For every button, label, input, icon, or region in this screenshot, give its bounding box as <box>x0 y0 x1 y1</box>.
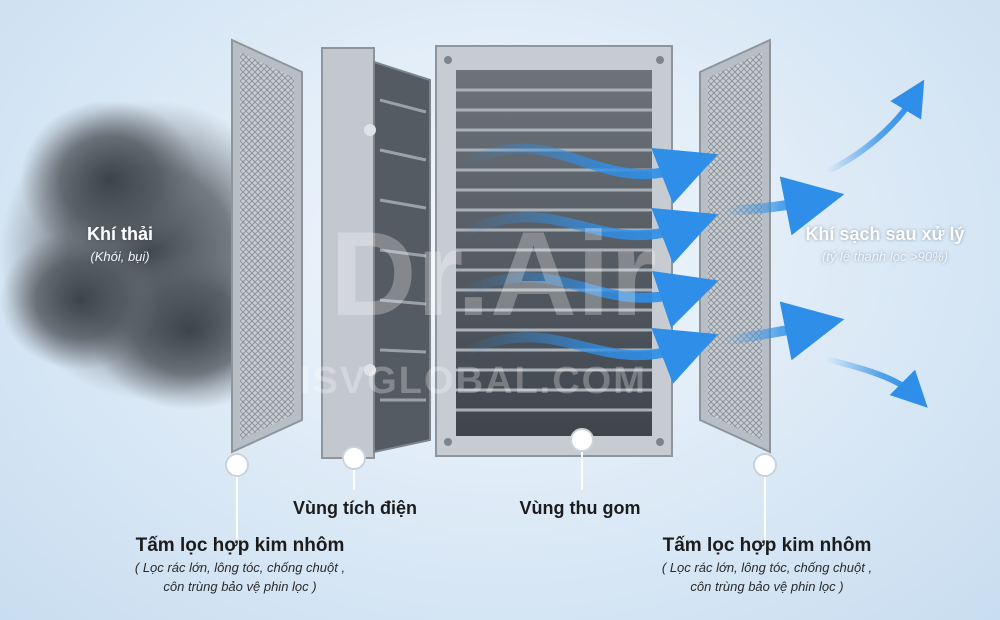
charging-zone-label: Vùng tích điện <box>270 496 440 520</box>
callout-dot-collection <box>570 428 594 452</box>
left-filter-desc-1: ( Lọc rác lớn, lông tóc, chống chuột , <box>134 560 346 575</box>
clean-air-label: Khí sạch sau xử lý (tỷ lệ thanh lọc >90%… <box>780 222 990 268</box>
collection-zone-text: Vùng thu gom <box>519 498 641 518</box>
callout-dot-charging <box>342 446 366 470</box>
airflow-arrows <box>465 79 928 408</box>
exhaust-label: Khí thải (Khói, bụi) <box>50 222 190 268</box>
left-filter-title: Tấm lọc hợp kim nhôm <box>135 535 345 556</box>
callout-connectors <box>236 452 766 540</box>
exhaust-subtitle: (Khói, bụi) <box>90 249 150 264</box>
right-filter-desc-1: ( Lọc rác lớn, lông tóc, chống chuột , <box>661 560 873 575</box>
left-filter-label: Tấm lọc hợp kim nhôm ( Lọc rác lớn, lông… <box>95 534 385 596</box>
collection-zone-label: Vùng thu gom <box>500 496 660 520</box>
exhaust-title: Khí thải <box>87 224 153 244</box>
left-filter-desc-2: côn trùng bảo vệ phin lọc ) <box>163 579 317 594</box>
watermark-site: ISVGLOBAL.COM <box>300 360 647 402</box>
charging-zone-text: Vùng tích điện <box>293 498 417 518</box>
right-filter-label: Tấm lọc hợp kim nhôm ( Lọc rác lớn, lông… <box>622 534 912 596</box>
right-aluminum-filter <box>699 38 771 454</box>
clean-air-subtitle: (tỷ lệ thanh lọc >90%) <box>821 249 949 264</box>
charging-section <box>321 47 431 459</box>
callout-dot-right-filter <box>753 453 777 477</box>
clean-air-title: Khí sạch sau xử lý <box>805 224 965 244</box>
smoke-cloud <box>0 100 300 410</box>
watermark-brand: Dr.Air <box>330 207 657 341</box>
left-aluminum-filter <box>231 38 303 454</box>
right-filter-desc-2: côn trùng bảo vệ phin lọc ) <box>690 579 844 594</box>
callout-dot-left-filter <box>225 453 249 477</box>
right-filter-title: Tấm lọc hợp kim nhôm <box>662 535 872 556</box>
